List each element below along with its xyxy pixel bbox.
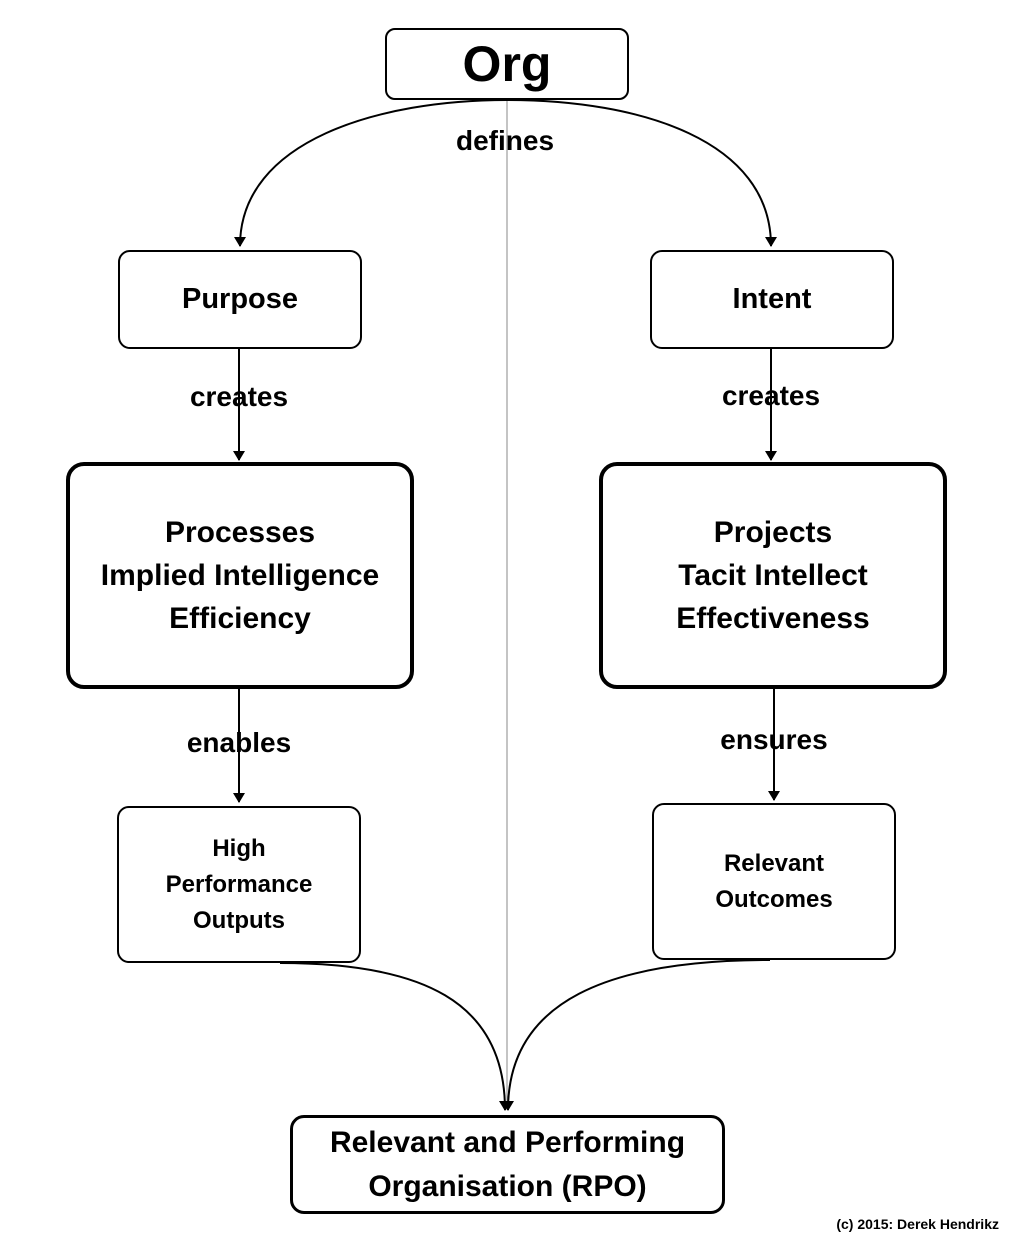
projects-line-2: Tacit Intellect [678,559,868,592]
outputs-line-2: Performance [165,870,313,898]
processes-line-2: Implied Intelligence [100,559,380,592]
org-box: Org [385,28,629,100]
projects-line-1: Projects [713,516,833,549]
copyright-credit: (c) 2015: Derek Hendrikz [836,1216,999,1232]
org-label: Org [462,36,552,92]
outcomes-line-2: Outcomes [715,885,833,913]
outcomes-box: Relevant Outcomes [652,803,896,960]
org-to-purpose-arrow [234,99,508,247]
creates-right-label: creates [721,380,821,411]
outputs-line-3: Outputs [193,906,285,934]
outputs-box: High Performance Outputs [117,806,361,963]
creates-left-label: creates [189,381,289,412]
processes-line-1: Processes [164,516,316,549]
enables-label: enables [186,727,292,758]
intent-label: Intent [732,283,812,315]
processes-line-3: Efficiency [169,602,311,635]
outcomes-to-rpo-arrow [502,959,771,1111]
projects-line-3: Effectiveness [676,602,870,635]
rpo-line-2: Organisation (RPO) [368,1169,647,1203]
defines-label: defines [455,125,555,156]
rpo-box: Relevant and Performing Organisation (RP… [290,1115,725,1214]
outcomes-line-1: Relevant [723,849,825,877]
intent-box: Intent [650,250,894,349]
outputs-to-rpo-arrow [279,962,511,1111]
rpo-line-1: Relevant and Performing [329,1125,686,1159]
org-to-intent-arrow [506,99,777,247]
processes-box: Processes Implied Intelligence Efficienc… [66,462,414,689]
projects-box: Projects Tacit Intellect Effectiveness [599,462,947,689]
ensures-label: ensures [720,724,828,755]
purpose-box: Purpose [118,250,362,349]
purpose-label: Purpose [181,283,299,315]
outputs-line-1: High [212,834,266,862]
